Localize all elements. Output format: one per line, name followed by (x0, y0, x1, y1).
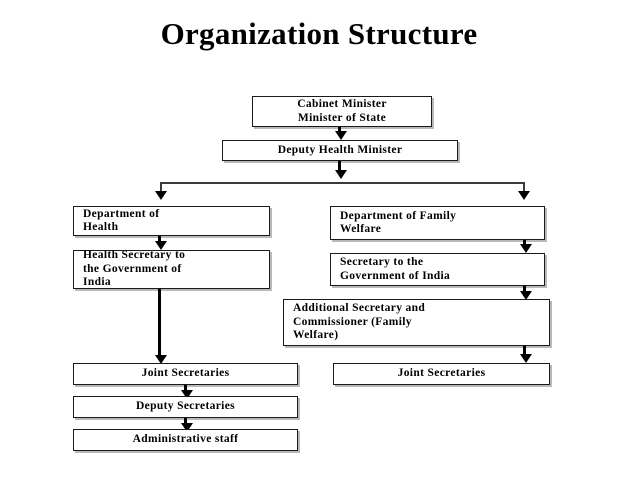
connector-cabinet-to-deputy-arrow-icon (335, 131, 347, 140)
node-secretary-to-government-line-1: Secretary to the (340, 256, 424, 268)
connector-split-right-arrow-icon (518, 191, 530, 200)
connector-doh-to-hs-line (158, 236, 161, 244)
connector-asec-to-jsr-arrow-icon (520, 354, 532, 363)
page-title: Organization Structure (160, 16, 478, 51)
connector-split-left-arrow-icon (155, 191, 167, 200)
node-cabinet-minister[interactable]: Cabinet Minister Minister of State (252, 96, 432, 127)
node-deputy-secretaries-line-1: Deputy Secretaries (135, 400, 236, 413)
connector-hs-to-js-line (158, 289, 161, 359)
node-joint-secretaries-right-line-1: Joint Secretaries (397, 367, 486, 380)
connector-cabinet-to-deputy-line (338, 127, 341, 133)
connector-split-right-line (523, 182, 525, 194)
node-additional-secretary[interactable]: Additional Secretary and Commissioner (F… (283, 299, 550, 346)
connector-deputy-to-split-line (338, 161, 341, 173)
node-health-secretary[interactable]: Health Secretary to the Government of In… (73, 249, 270, 289)
node-department-of-health-line-1: Department of (83, 207, 160, 220)
connector-split-left-line (160, 182, 162, 194)
node-secretary-to-government-line-2: Government of India (340, 269, 451, 282)
node-administrative-staff[interactable]: Administrative staff (73, 429, 298, 451)
connector-dfw-to-sg-arrow-icon (520, 244, 532, 253)
connector-deputy-to-split-arrow-icon (335, 170, 347, 179)
connector-ds-to-as-arrow-icon (181, 423, 193, 432)
node-joint-secretaries-left-line-1: Joint Secretaries (141, 367, 230, 380)
connector-asec-to-jsr-line (523, 346, 526, 359)
connector-sg-to-asec-arrow-icon (520, 291, 532, 300)
node-department-of-health[interactable]: Department of Health (73, 206, 270, 236)
node-administrative-staff-line-1: Administrative staff (132, 433, 239, 446)
node-department-of-health-line-2: Health (83, 221, 119, 233)
node-deputy-health-minister[interactable]: Deputy Health Minister (222, 140, 458, 161)
node-joint-secretaries-left[interactable]: Joint Secretaries (73, 363, 298, 385)
connector-doh-to-hs-arrow-icon (155, 241, 167, 250)
node-health-secretary-line-2: the Government of (83, 262, 182, 275)
node-additional-secretary-line-3: Welfare) (293, 329, 339, 342)
connector-js-to-ds-arrow-icon (181, 390, 193, 399)
node-additional-secretary-line-1: Additional Secretary and (293, 302, 426, 315)
node-health-secretary-line-1: Health Secretary to (83, 249, 186, 262)
node-cabinet-minister-line-1: Cabinet Minister (297, 98, 387, 110)
node-department-of-family-welfare-line-1: Department of Family (340, 209, 457, 222)
node-secretary-to-government[interactable]: Secretary to the Government of India (330, 253, 545, 286)
node-department-of-family-welfare[interactable]: Department of Family Welfare (330, 206, 545, 240)
connector-ds-to-as-line (184, 418, 187, 426)
node-joint-secretaries-right[interactable]: Joint Secretaries (333, 363, 550, 385)
connector-split-bar (160, 182, 525, 184)
node-deputy-health-minister-line-1: Deputy Health Minister (277, 143, 403, 156)
connector-hs-to-js-arrow-icon (155, 355, 167, 364)
node-additional-secretary-line-2: Commissioner (Family (293, 315, 412, 328)
node-deputy-secretaries[interactable]: Deputy Secretaries (73, 396, 298, 418)
node-department-of-family-welfare-line-2: Welfare (340, 223, 382, 235)
connector-js-to-ds-line (184, 385, 187, 393)
node-cabinet-minister-line-2: Minister of State (297, 111, 387, 124)
node-health-secretary-line-3: India (83, 276, 111, 289)
